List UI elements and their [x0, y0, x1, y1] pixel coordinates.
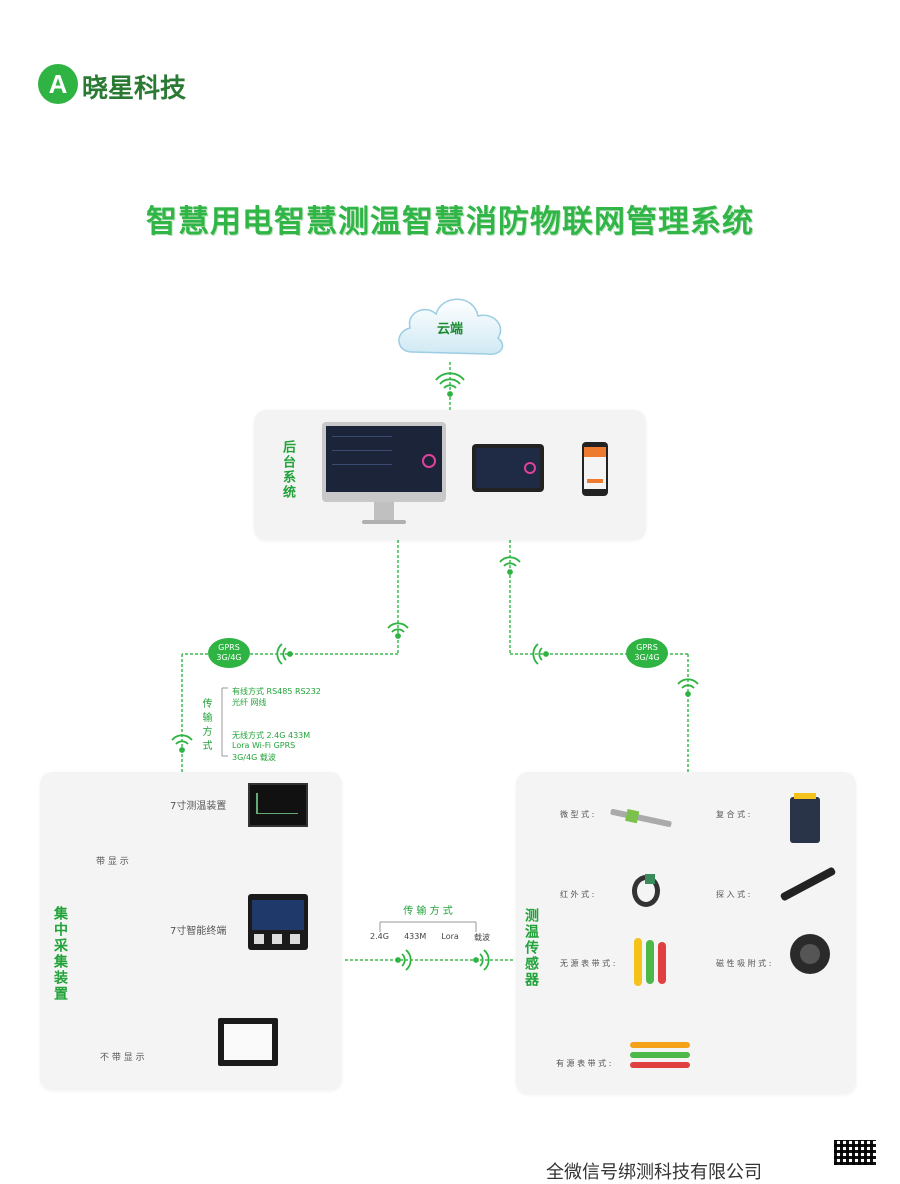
sensors-title: 测温传感器	[523, 908, 539, 988]
phone-icon	[582, 442, 608, 496]
gprs-right-line1: GPRS	[636, 643, 658, 652]
collector-title: 集中采集装置	[52, 906, 68, 1002]
footer-company-text: 全微信号绑测科技有限公司	[546, 1162, 762, 1183]
transmission-label: 传输方式	[200, 698, 211, 754]
wireless-line3: 3G/4G 载波	[232, 753, 276, 762]
wireless-line2: Lora Wi-Fi GPRS	[232, 741, 296, 750]
gprs-badge-right: GPRS 3G/4G	[626, 638, 668, 668]
wifi-signals	[171, 372, 699, 971]
wireless-line1: 无线方式 2.4G 433M	[232, 731, 311, 740]
device-7in-terminal-label: 7寸智能终端	[170, 926, 227, 937]
middle-options: 2.4G 433M Lora 载波	[370, 932, 490, 943]
infrared-sensor-image	[632, 874, 660, 907]
terminal-device-image	[248, 894, 308, 950]
option-lora: Lora	[441, 932, 459, 941]
wired-line1: 有线方式 RS485 RS232	[232, 687, 321, 696]
sensor-passive-strap-label: 无 源 表 带 式 :	[560, 959, 616, 968]
sensor-probe-label: 探 入 式 :	[716, 890, 751, 899]
gprs-left-line2: 3G/4G	[216, 653, 242, 662]
tablet-icon	[472, 444, 544, 492]
sensor-active-strap-label: 有 源 表 带 式 :	[556, 1059, 612, 1068]
active-strap-image	[630, 1040, 692, 1070]
wired-line2: 光纤 网线	[232, 698, 267, 707]
sensor-magnetic-label: 磁 性 吸 附 式 :	[716, 959, 772, 968]
without-display-label: 不 带 显 示	[100, 1053, 145, 1063]
monitor-icon	[322, 422, 446, 532]
logo-mark-icon: A	[38, 64, 78, 104]
sensor-micro-label: 微 型 式 :	[560, 810, 595, 819]
backend-label: 后台系统	[280, 440, 295, 500]
middle-transmission-label: 传 输 方 式	[403, 906, 453, 917]
backend-panel: 后台系统	[254, 410, 646, 540]
device-7in-temp-label: 7寸测温装置	[170, 801, 227, 812]
cloud-node: 云端	[392, 286, 508, 364]
gprs-right-line2: 3G/4G	[634, 653, 660, 662]
magnetic-sensor-image	[790, 934, 830, 974]
sensor-infrared-label: 红 外 式 :	[560, 890, 595, 899]
cloud-label: 云端	[436, 322, 463, 337]
sensor-composite-label: 复 合 式 :	[716, 810, 751, 819]
composite-sensor-image	[790, 793, 820, 843]
gprs-badge-left: GPRS 3G/4G	[208, 638, 250, 668]
cloud-icon	[398, 298, 504, 355]
option-433m: 433M	[404, 932, 427, 941]
qr-code-icon	[834, 1140, 876, 1165]
gprs-left-line1: GPRS	[218, 643, 240, 652]
with-display-label: 带 显 示	[96, 857, 129, 867]
brand-logo: A 晓星科技	[38, 64, 208, 104]
brand-name: 晓星科技	[82, 74, 187, 104]
page-title: 智慧用电智慧测温智慧消防物联网管理系统	[146, 204, 754, 240]
option-24g: 2.4G	[370, 932, 389, 941]
no-display-device-image	[218, 1018, 278, 1066]
option-carrier: 载波	[473, 933, 490, 942]
passive-strap-image	[634, 938, 668, 990]
temp-device-image	[248, 783, 308, 827]
